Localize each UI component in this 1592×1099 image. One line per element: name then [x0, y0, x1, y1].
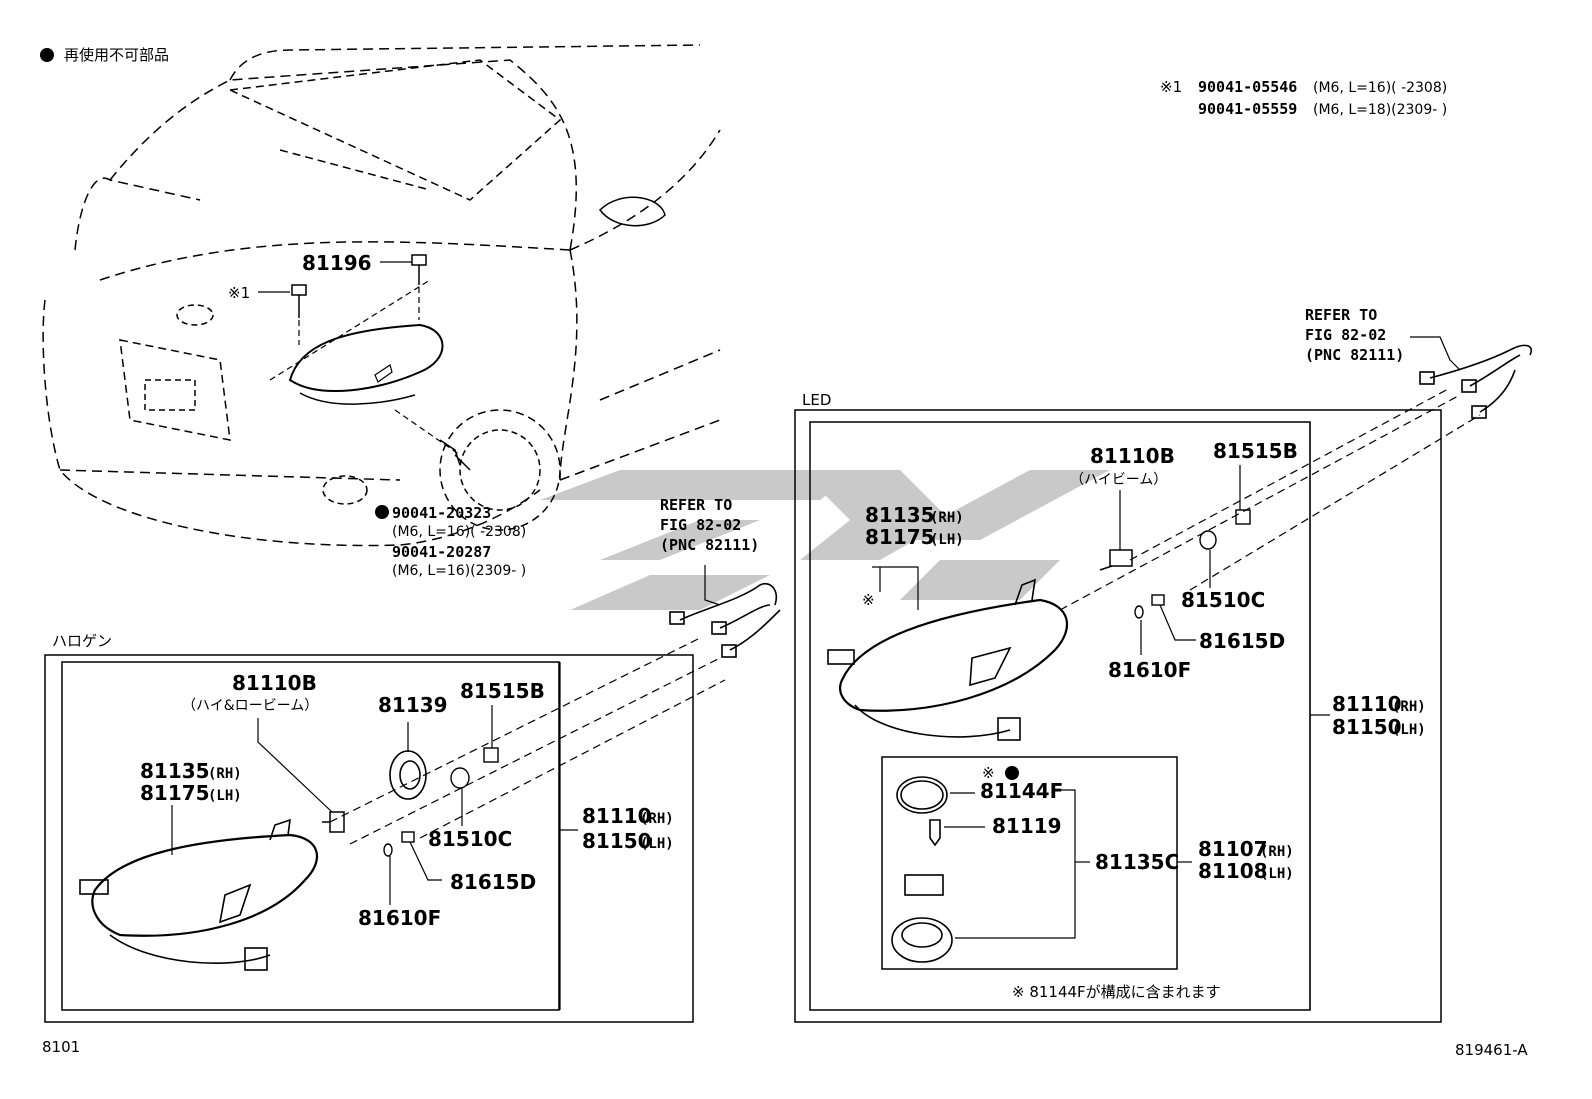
halogen-part-81515b: 81515B — [460, 679, 545, 703]
refer-right-line1: REFER TO — [1305, 306, 1377, 324]
part-label-90041-20323: 90041-20323 — [392, 504, 491, 522]
led-part-81144f-marker: ※ — [982, 764, 995, 782]
marker-star-1: ※1 — [228, 284, 250, 302]
halogen-part-81139: 81139 — [378, 693, 448, 717]
led-cap-81510c — [1199, 530, 1217, 550]
led-part-81615d: 81615D — [1199, 629, 1285, 653]
top-note-part-1: 90041-05546 — [1198, 78, 1297, 96]
led-headlamp — [827, 578, 1069, 741]
halogen-bulb — [322, 811, 345, 833]
led-lh-3: (LH) — [1260, 866, 1294, 882]
footer-left-code: 8101 — [42, 1038, 80, 1056]
halogen-part-81110b: 81110B — [232, 671, 317, 695]
refer-left-line3: (PNC 82111) — [660, 536, 759, 554]
refer-left-line2: FIG 82-02 — [660, 516, 741, 534]
halogen-rh-1: (RH) — [208, 766, 242, 782]
led-rh-1: (RH) — [930, 510, 964, 526]
watermark-logo — [540, 470, 1110, 610]
spec-90041-20323: (M6, L=16)( -2308) — [392, 524, 526, 540]
vehicle-leaders — [258, 261, 461, 456]
non-reusable-dot-icon — [375, 505, 389, 519]
led-part-81150: 81150 — [1332, 715, 1402, 739]
led-part-81135: 81135 — [865, 503, 935, 527]
led-part-81175: 81175 — [865, 525, 935, 549]
halogen-headlamp — [79, 818, 318, 971]
led-bulb-81615d — [1151, 594, 1165, 606]
halogen-section-label: ハロゲン — [52, 632, 112, 650]
halogen-lh-2: (LH) — [640, 836, 674, 852]
halogen-outer-frame — [44, 654, 694, 1023]
halogen-rh-2: (RH) — [640, 811, 674, 827]
part-label-90041-20287: 90041-20287 — [392, 543, 491, 561]
led-part-81610f: 81610F — [1108, 658, 1191, 682]
halogen-bulb-81610f — [383, 843, 393, 857]
non-reusable-dot-icon — [40, 48, 54, 62]
led-bulb-81610f — [1134, 605, 1144, 619]
top-note-spec-2: (M6, L=18)(2309- ) — [1313, 102, 1447, 118]
top-note-marker: ※1 — [1160, 78, 1182, 96]
led-part-81119: 81119 — [992, 814, 1062, 838]
led-footnote: ※ 81144Fが構成に含まれます — [1012, 983, 1221, 1001]
refer-right-line2: FIG 82-02 — [1305, 326, 1386, 344]
halogen-part-81610f: 81610F — [358, 906, 441, 930]
led-part-81144f: 81144F — [980, 779, 1063, 803]
harness-right — [1410, 336, 1532, 419]
halogen-part-81110b-note: （ハイ&ロービーム） — [182, 698, 318, 714]
halogen-inner-frame — [61, 661, 560, 1011]
led-part-81110: 81110 — [1332, 692, 1402, 716]
part-label-81196: 81196 — [302, 251, 372, 275]
led-rh-3: (RH) — [1260, 844, 1294, 860]
led-bulb — [1099, 549, 1133, 571]
refer-right-line3: (PNC 82111) — [1305, 346, 1404, 364]
led-section-label: LED — [802, 391, 831, 409]
top-note-part-2: 90041-05559 — [1198, 100, 1297, 118]
led-part-81110b-note: （ハイビーム） — [1070, 472, 1167, 488]
spec-90041-20287: (M6, L=16)(2309- ) — [392, 563, 526, 579]
led-star-marker: ※ — [862, 591, 875, 609]
led-sub-frame — [881, 756, 1178, 970]
non-reusable-dot-icon — [1005, 766, 1019, 780]
led-part-81110b: 81110B — [1090, 444, 1175, 468]
led-rh-2: (RH) — [1392, 699, 1426, 715]
refer-left-line1: REFER TO — [660, 496, 732, 514]
harness-left — [669, 565, 781, 658]
halogen-nut-81515b — [483, 747, 499, 763]
led-subassembly — [891, 776, 953, 963]
led-lh-1: (LH) — [930, 532, 964, 548]
halogen-leaders — [171, 637, 726, 1010]
legend-note: 再使用不可部品 — [64, 46, 169, 64]
led-part-81515b: 81515B — [1213, 439, 1298, 463]
halogen-part-81110: 81110 — [582, 804, 652, 828]
halogen-part-81510c: 81510C — [428, 827, 512, 851]
footer-right-code: 819461-A — [1455, 1041, 1528, 1059]
halogen-part-81615d: 81615D — [450, 870, 536, 894]
led-part-81108: 81108 — [1198, 859, 1268, 883]
top-note-spec-1: (M6, L=16)( -2308) — [1313, 80, 1447, 96]
led-nut-81515b — [1235, 509, 1251, 525]
led-part-81107: 81107 — [1198, 837, 1268, 861]
halogen-bulb-81615d — [401, 831, 415, 843]
halogen-lh-1: (LH) — [208, 788, 242, 804]
halogen-socket-81139 — [389, 750, 427, 800]
led-outer-frame — [794, 409, 1442, 1023]
led-part-81135c: 81135C — [1095, 850, 1179, 874]
led-leaders — [872, 387, 1481, 1010]
halogen-part-81175: 81175 — [140, 781, 210, 805]
halogen-part-81135: 81135 — [140, 759, 210, 783]
halogen-part-81150: 81150 — [582, 829, 652, 853]
vehicle-sketch — [42, 44, 721, 547]
led-lh-2: (LH) — [1392, 722, 1426, 738]
halogen-cap-81510c — [450, 767, 470, 789]
led-part-81510c: 81510C — [1181, 588, 1265, 612]
